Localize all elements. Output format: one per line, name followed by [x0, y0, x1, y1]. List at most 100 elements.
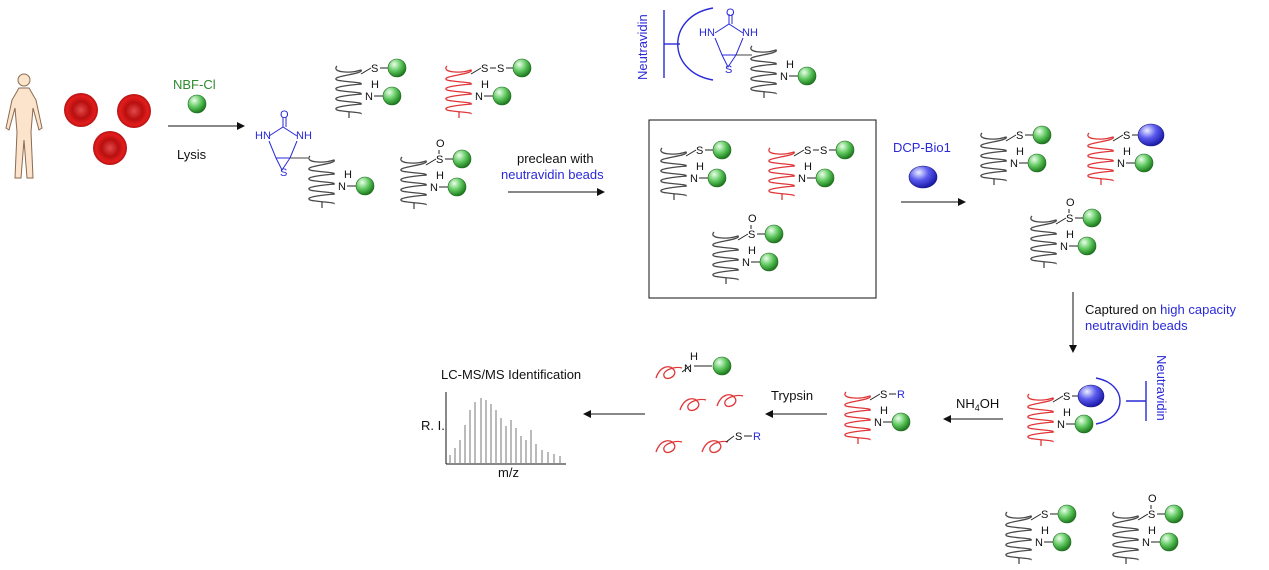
- peptide-coil: [701, 440, 729, 454]
- atom-label: R: [753, 431, 761, 443]
- nbd-green-sphere-icon: [512, 58, 532, 78]
- helix: [1030, 215, 1057, 268]
- atom-label: S: [804, 145, 811, 157]
- atom-label: H: [1063, 407, 1071, 419]
- atom-s: S: [280, 167, 287, 179]
- nbd-green-sphere-icon: [1134, 153, 1154, 173]
- bond: [360, 67, 372, 75]
- mass-spectrum-icon: [445, 392, 566, 465]
- atom-label: H: [436, 170, 444, 182]
- helix: [1087, 132, 1114, 185]
- neutravidin-bead-right: [1095, 377, 1147, 425]
- atom-label: H: [1041, 525, 1049, 537]
- atom-label: S: [481, 63, 488, 75]
- lysis-label: Lysis: [177, 147, 207, 162]
- atom-label: N: [684, 363, 692, 375]
- nh4oh-part-2: OH: [980, 396, 1000, 411]
- nbf-cl-label: NBF-Cl: [173, 77, 216, 92]
- helix-coil: [1027, 393, 1054, 443]
- atom-label: H: [344, 169, 352, 181]
- atom-label: S: [1148, 509, 1155, 521]
- neutravidin-right-label: Neutravidin: [1154, 355, 1169, 421]
- peptide-coil: [716, 394, 744, 408]
- bond: [1005, 134, 1017, 142]
- nbd-green-sphere-icon: [815, 168, 835, 188]
- helix-coil: [400, 156, 427, 206]
- peptide-fragment: [701, 440, 729, 454]
- atom-label: O: [1148, 493, 1157, 505]
- bond: [470, 67, 482, 75]
- dcp-bio1-blue-sphere-icon: [1137, 123, 1165, 147]
- atom-label: S: [436, 154, 443, 166]
- peptide-coil: [655, 440, 683, 454]
- atom-label: N: [1142, 537, 1150, 549]
- atom-nh-top: NH: [742, 27, 758, 39]
- bond: [725, 435, 735, 443]
- bond: [793, 149, 805, 157]
- nbd-green-sphere-icon: [835, 140, 855, 160]
- nbd-green-sphere-icon: [764, 224, 784, 244]
- peptide-fragment: [655, 366, 683, 380]
- helix-coil: [712, 231, 739, 281]
- atom-label: N: [1060, 241, 1068, 253]
- atom-o-top: O: [726, 7, 735, 19]
- mz-label: m/z: [498, 465, 519, 480]
- dcp-bio1-label: DCP-Bio1: [893, 140, 951, 155]
- atom-label: H: [371, 79, 379, 91]
- relative-intensity-label: R. I.: [421, 418, 445, 433]
- bond: [1055, 217, 1067, 225]
- helix: [1005, 511, 1032, 564]
- atom-label: N: [338, 181, 346, 193]
- preclean-label: preclean with: [517, 151, 594, 166]
- atom-label: N: [430, 182, 438, 194]
- captured-label-part-1: Captured on: [1085, 302, 1160, 317]
- helix-coil: [660, 147, 687, 197]
- atom-label: H: [1016, 146, 1024, 158]
- helix-coil: [1030, 215, 1057, 265]
- atom-label: H: [1148, 525, 1156, 537]
- atom-nh: NH: [296, 130, 312, 142]
- helix-coil: [335, 65, 362, 115]
- red-blood-cell-icon: [64, 93, 151, 165]
- trypsin-label: Trypsin: [771, 388, 813, 403]
- atom-label: H: [696, 161, 704, 173]
- helix: [712, 231, 739, 284]
- lcms-label: LC-MS/MS Identification: [441, 367, 581, 382]
- bond: [681, 365, 691, 373]
- nbd-green-sphere-icon: [447, 177, 467, 197]
- biotin-structure-top: [714, 14, 752, 68]
- atom-label: N: [1035, 537, 1043, 549]
- atom-label: S: [735, 431, 742, 443]
- atom-label: H: [804, 161, 812, 173]
- helix-coil: [308, 155, 335, 205]
- human-figure-icon: [5, 73, 43, 179]
- atom-label: S: [820, 145, 827, 157]
- helix-coil: [1112, 511, 1139, 561]
- protein-helices: [308, 45, 1165, 564]
- precleaned-lysate-box: [648, 119, 877, 299]
- peptide-coil: [655, 366, 683, 380]
- bond: [1052, 395, 1064, 403]
- nbd-green-sphere-icon: [1159, 532, 1179, 552]
- bond: [1112, 134, 1124, 142]
- captured-label-part-2: high capacity: [1160, 302, 1236, 317]
- helix-coil: [1087, 132, 1114, 182]
- nbd-green-sphere-icon: [1052, 532, 1072, 552]
- dcp-bio1-blue-sphere-icon: [908, 165, 938, 189]
- atom-label: N: [1117, 158, 1125, 170]
- bond: [869, 393, 881, 401]
- atom-label: N: [1010, 158, 1018, 170]
- nbd-green-sphere-icon: [452, 149, 472, 169]
- captured-label-line-2: neutravidin beads: [1085, 318, 1188, 333]
- atom-label: H: [786, 59, 794, 71]
- nh4oh-label: NH4OH: [956, 396, 999, 413]
- nbd-green-sphere-icon: [187, 94, 207, 114]
- atom-label: O: [748, 213, 757, 225]
- peptide-fragment: [716, 394, 744, 408]
- atom-label: H: [880, 405, 888, 417]
- atom-label: R: [897, 389, 905, 401]
- bond: [1030, 513, 1042, 521]
